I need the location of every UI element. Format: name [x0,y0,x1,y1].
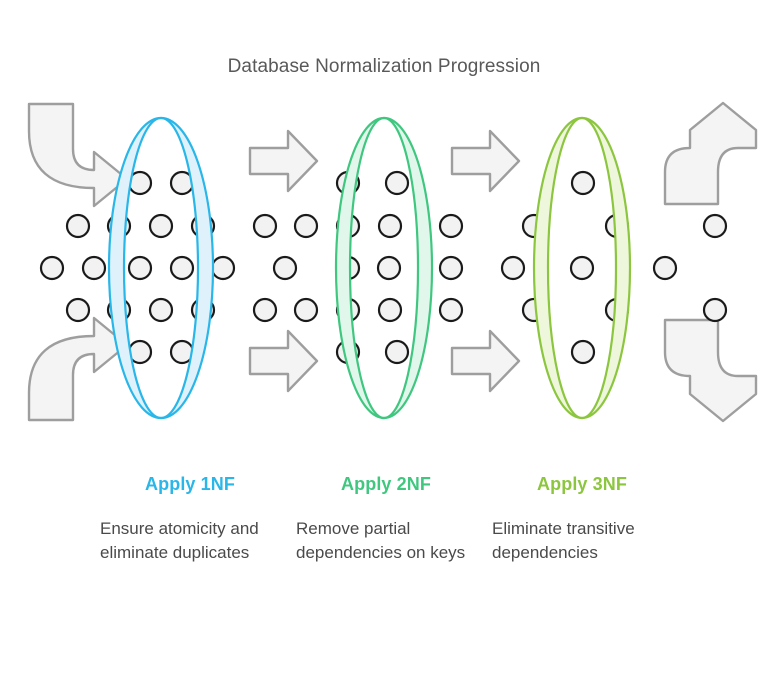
record-node [127,255,153,281]
inflow-bottom-left-arrow [27,316,129,422]
record-node [293,213,319,239]
normal-form-ring-layer [107,116,632,420]
ring-inner-outline [546,116,618,420]
record-node [438,297,464,323]
step-arrow-2-top [450,129,521,193]
page-title: Database Normalization Progression [227,56,541,77]
step-arrow-2-bottom [450,329,521,393]
legend-column-2nf: Apply 2NF Remove partial dependencies on… [296,474,492,566]
normalization-diagram [27,101,758,423]
record-node [148,297,174,323]
legend-heading-1nf: Apply 1NF [145,474,235,494]
record-node [376,255,402,281]
step-arrow-1-top [248,129,319,193]
legend-description-2nf: Remove partial dependencies on keys [296,519,466,563]
record-node [702,213,728,239]
record-node [377,297,403,323]
record-node [570,170,596,196]
step-arrow-1-bottom [248,329,319,393]
legend-column-3nf: Apply 3NF Eliminate transitive dependenc… [492,474,688,566]
record-node [652,255,678,281]
record-node [384,170,410,196]
flow-arrow-layer [27,101,758,423]
record-node [169,255,195,281]
record-node [438,255,464,281]
record-node [252,213,278,239]
record-node [272,255,298,281]
record-node [384,339,410,365]
record-node [81,255,107,281]
ring-inner-outline [348,116,420,420]
outflow-top-right-arrow [663,101,758,206]
record-node [65,213,91,239]
inflow-top-left-arrow [27,102,129,208]
record-node [210,255,236,281]
ring-inner-outline [122,116,200,420]
record-node [500,255,526,281]
record-node [39,255,65,281]
record-node [293,297,319,323]
record-node [570,339,596,365]
record-node [148,213,174,239]
record-node [377,213,403,239]
legend-column-1nf: Apply 1NF Ensure atomicity and eliminate… [100,474,296,566]
record-node [438,213,464,239]
record-node [252,297,278,323]
normal-form-ring-2nf[interactable] [334,116,434,420]
legend-heading-2nf: Apply 2NF [341,474,431,494]
normal-form-ring-3nf[interactable] [532,116,632,420]
legend-description-1nf: Ensure atomicity and eliminate duplicate… [100,519,259,563]
record-node [65,297,91,323]
record-node [702,297,728,323]
legend-heading-3nf: Apply 3NF [537,474,627,494]
legend-description-3nf: Eliminate transitive dependencies [492,519,635,563]
record-node [569,255,595,281]
outflow-bottom-right-arrow [663,318,758,423]
normal-form-ring-1nf[interactable] [107,116,215,420]
stage-legend: Apply 1NF Ensure atomicity and eliminate… [0,474,768,674]
